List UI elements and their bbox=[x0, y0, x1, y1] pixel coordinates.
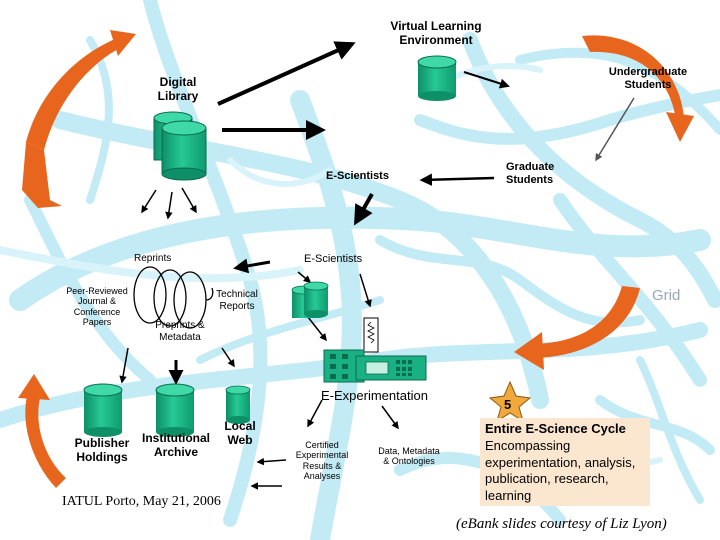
reprints-label: Reprints bbox=[134, 253, 172, 264]
undergraduate-label: Undergraduate Students bbox=[608, 66, 688, 91]
grid-label: Grid bbox=[652, 287, 681, 304]
escientists-database bbox=[291, 281, 329, 318]
cycle-callout bbox=[480, 418, 650, 506]
digital-library-label: Digital Library bbox=[157, 75, 199, 103]
local-web-label: Local Web bbox=[224, 419, 256, 447]
institutional-archive-label: Institutional Archive bbox=[142, 431, 210, 459]
cycle-arrow-right bbox=[514, 286, 640, 370]
local-web-database bbox=[225, 385, 251, 424]
escientists-top-label: E-Scientists bbox=[326, 170, 389, 182]
certified-results-label: Certified Experimental Results & Analyse… bbox=[295, 440, 349, 482]
signal-monitor-icon bbox=[363, 317, 379, 353]
institutional-archive-database bbox=[155, 383, 195, 437]
peer-reviewed-label: Peer-Reviewed Journal & Conference Paper… bbox=[66, 286, 128, 328]
cycle-title: Entire E-Science Cycle bbox=[485, 421, 626, 436]
data-metadata-label: Data, Metadata & Ontologies bbox=[378, 446, 440, 467]
e-experimentation-label: E-Experimentation bbox=[321, 388, 428, 403]
vle-database bbox=[417, 55, 457, 101]
star-number: 5 bbox=[504, 397, 512, 412]
connector-arrows bbox=[119, 41, 635, 490]
vle-label: Virtual Learning Environment bbox=[390, 19, 482, 47]
credit-caption: (eBank slides courtesy of Liz Lyon) bbox=[456, 516, 667, 532]
instrument-panel-icon bbox=[323, 349, 427, 383]
star-badge bbox=[488, 380, 532, 423]
preprints-label: Preprints & Metadata bbox=[155, 320, 205, 343]
technical-reports-label: Technical Reports bbox=[216, 289, 258, 312]
escientists-mid-label: E-Scientists bbox=[304, 253, 363, 265]
cycle-description: Encompassing experimentation, analysis, … bbox=[485, 438, 636, 503]
cycle-arrow-top-right bbox=[582, 35, 694, 142]
footer-caption: IATUL Porto, May 21, 2006 bbox=[62, 494, 221, 509]
digital-library-database bbox=[153, 111, 207, 181]
publisher-holdings-label: Publisher Holdings bbox=[74, 436, 130, 464]
reprints-loops bbox=[133, 266, 214, 329]
graduate-label: Graduate Students bbox=[506, 161, 555, 186]
publisher-holdings-database bbox=[83, 383, 123, 437]
cycle-arrow-top-left bbox=[22, 30, 136, 208]
cycle-arrow-bottom-left bbox=[18, 374, 67, 488]
